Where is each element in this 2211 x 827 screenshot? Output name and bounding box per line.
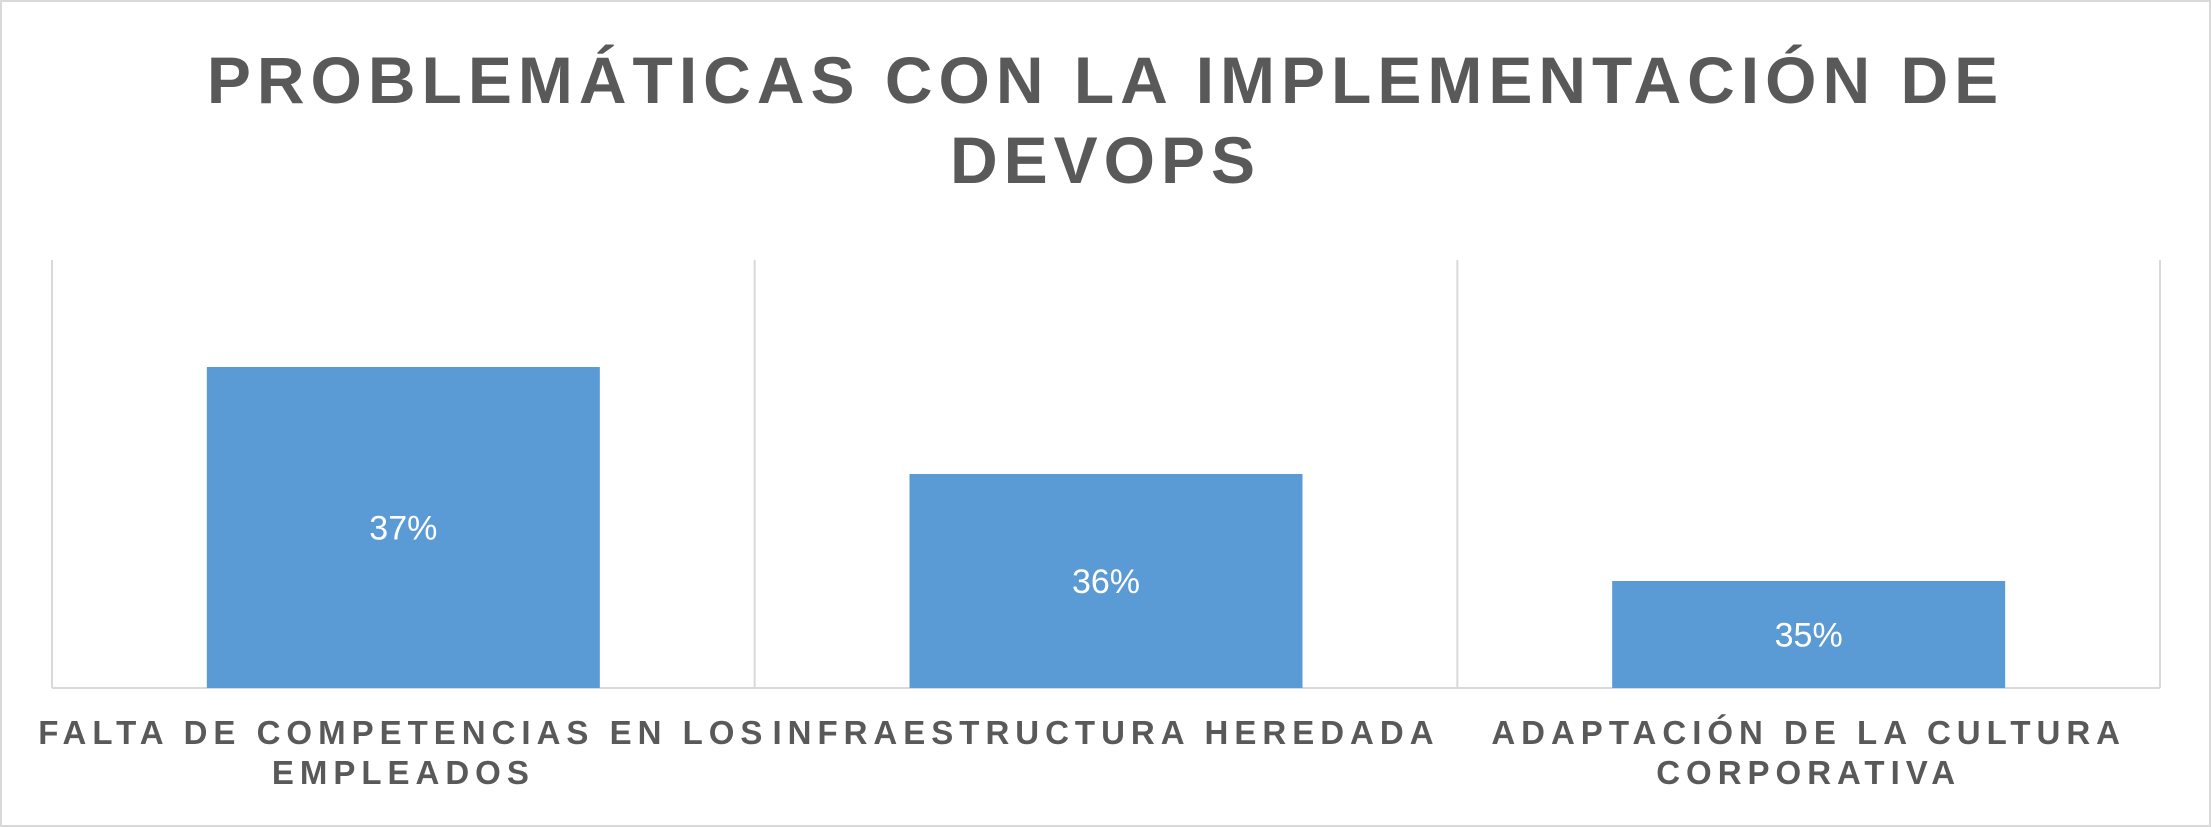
- category-label: FALTA DE COMPETENCIAS EN LOS: [38, 714, 768, 751]
- category-label: EMPLEADOS: [272, 754, 535, 791]
- category-label: CORPORATIVA: [1656, 754, 1961, 791]
- category-label: ADAPTACIÓN DE LA CULTURA: [1491, 714, 2126, 751]
- bar: [206, 367, 600, 688]
- bar: [909, 474, 1303, 688]
- data-label: 36%: [1072, 563, 1140, 601]
- chart-title: PROBLEMÁTICAS CON LA IMPLEMENTACIÓN DE D…: [0, 40, 2211, 200]
- chart-title-line-1: PROBLEMÁTICAS CON LA IMPLEMENTACIÓN DE: [206, 43, 2005, 117]
- chart-title-line-2: DEVOPS: [949, 123, 1262, 197]
- data-label: 35%: [1775, 617, 1843, 655]
- category-label: INFRAESTRUCTURA HEREDADA: [772, 714, 1439, 751]
- data-label: 37%: [369, 510, 437, 548]
- bar: [1612, 581, 2006, 688]
